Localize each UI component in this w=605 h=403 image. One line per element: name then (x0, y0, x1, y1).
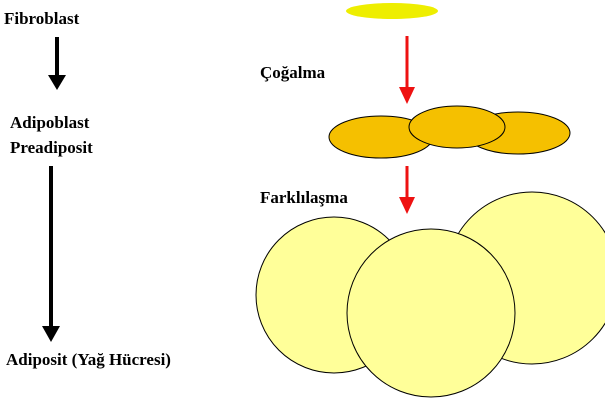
process-arrow-1 (399, 36, 415, 104)
lineage-arrow-1-head (48, 75, 66, 90)
adipocyte-cluster (256, 192, 605, 397)
process-arrow-2 (399, 166, 415, 214)
fibroblast-cell (346, 3, 438, 19)
adipocyte-cell-front (347, 229, 515, 397)
lineage-arrow-2 (42, 166, 60, 342)
lineage-arrow-1 (48, 37, 66, 90)
stage-label-fibroblast: Fibroblast (4, 9, 80, 28)
process-label-cogalma: Çoğalma (260, 63, 326, 82)
preadipocyte-cell-middle (409, 106, 505, 148)
process-arrow-1-head (399, 87, 415, 104)
process-label-farklilasma: Farklılaşma (260, 188, 348, 207)
stage-label-adiposit: Adiposit (Yağ Hücresi) (6, 350, 171, 369)
process-arrow-2-head (399, 197, 415, 214)
stage-label-adipoblast: Adipoblast (10, 113, 90, 132)
stage-label-preadiposit: Preadiposit (10, 138, 93, 157)
preadipocyte-cluster (329, 106, 570, 158)
lineage-arrow-2-head (42, 326, 60, 342)
